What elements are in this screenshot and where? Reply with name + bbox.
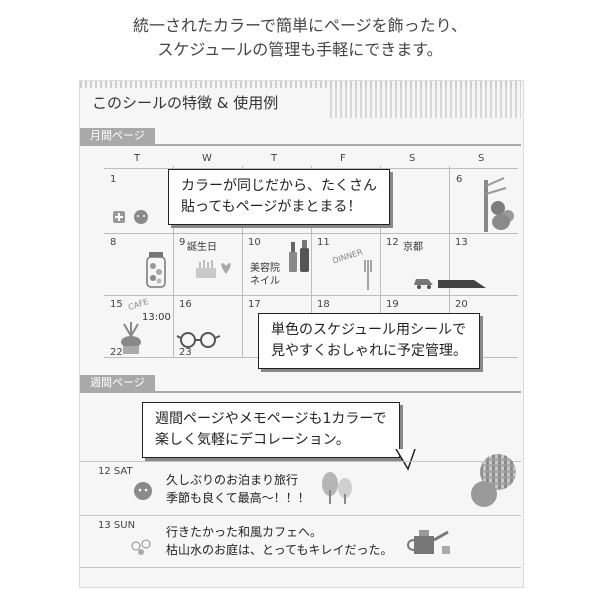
date-number: 18 [317, 299, 330, 310]
weekly-tab-line [80, 391, 521, 393]
date-number: 9 [179, 237, 186, 248]
month-calendar: T W T F S S 1 6 8 9 10 11 12 13 15 16 17… [104, 150, 518, 358]
card-title: このシールの特徴 & 使用例 [92, 94, 279, 112]
monthly-bubble-2-line-2: 見やすくおしゃれに予定管理。 [271, 343, 467, 359]
first-aid-icon [113, 210, 148, 224]
grid-line [104, 295, 518, 296]
bubble-tail [395, 449, 416, 471]
weekly-tab-label: 週間ページ [80, 375, 155, 391]
grid-line [104, 168, 518, 169]
teapot-icon [407, 530, 450, 554]
date-number: 19 [386, 299, 399, 310]
sun-note-line-2: 枯山水のお庭は、とってもキレイだった。 [166, 543, 393, 557]
date-number: 12 [386, 237, 399, 248]
date-number: 17 [248, 299, 261, 310]
trees-icon [322, 472, 352, 504]
dinner-label: DINNER [331, 247, 364, 266]
kyoto-label: 京都 [403, 242, 423, 253]
monthly-bubble-2-line-1: 単色のスケジュール用シールで [271, 322, 467, 338]
weekday-label: S [478, 153, 485, 164]
sat-note-line-1: 久しぶりのお泊まり旅行 [166, 473, 299, 487]
cosmetics-icon [289, 240, 309, 272]
jar-icon [146, 252, 166, 288]
date-number: 23 [179, 347, 192, 358]
grid-line [104, 233, 518, 234]
sun-note-line-1: 行きたかった和風カフェへ。 [166, 525, 323, 539]
weekday-label-sun: 13 SUN [98, 520, 136, 531]
monthly-tab: 月間ページ [80, 128, 155, 144]
glasses-icon [176, 332, 221, 348]
weekday-label: F [340, 153, 346, 164]
week-divider [80, 461, 521, 462]
face-sticker-icon [134, 482, 152, 500]
weekday-label: W [202, 153, 212, 164]
salon-label: 美容院 ネイル [250, 263, 280, 287]
plant-icon [121, 322, 141, 354]
date-number: 22 [110, 347, 123, 358]
weekly-bubble: 週間ページやメモページも1カラーで 楽しく気軽にデコレーション。 [142, 402, 400, 458]
header-line-2: スケジュールの管理も手軽にできます。 [157, 40, 443, 59]
date-number: 11 [317, 237, 330, 248]
arrow-icon [438, 280, 486, 288]
date-number: 1 [110, 174, 117, 185]
grid-line [242, 166, 243, 358]
weekly-tab: 週間ページ [80, 375, 155, 391]
cutlery-icon [364, 260, 372, 290]
weekly-bubble-line-2: 楽しく気軽にデコレーション。 [155, 432, 350, 448]
monthly-bubble-1: カラーが同じだから、たくさん 貼ってもページがまとまる！ [168, 169, 390, 225]
title-stripes [330, 88, 521, 118]
monthly-tab-line [80, 144, 521, 146]
date-number: 8 [110, 237, 117, 248]
weekday-label: T [271, 153, 278, 164]
weekday-label: T [134, 153, 141, 164]
weekly-bubble-line-1: 週間ページやメモページも1カラーで [155, 411, 387, 427]
cafe-label: CAFE [127, 297, 150, 312]
weekday-label: S [409, 153, 416, 164]
week-divider [80, 515, 521, 516]
monthly-tab-label: 月間ページ [80, 128, 155, 144]
header: 統一されたカラーで簡単にページを飾ったり、 スケジュールの管理も手軽にできます。 [0, 14, 600, 62]
grid-line [449, 166, 450, 358]
monthly-bubble-1-line-2: 貼ってもページがまとまる！ [181, 199, 362, 215]
birthday-cake-icon [196, 260, 231, 278]
car-icon [414, 279, 433, 289]
grid-line [173, 166, 174, 358]
plaid-circle-icon [471, 454, 516, 507]
sat-note-line-2: 季節も良くて最高〜！！！ [166, 491, 310, 505]
date-number: 15 [110, 299, 123, 310]
monthly-bubble-2: 単色のスケジュール用シールで 見やすくおしゃれに予定管理。 [258, 313, 480, 369]
grid-line [311, 166, 312, 358]
date-number: 20 [455, 299, 468, 310]
grid-line [380, 166, 381, 358]
card-top-stripes [80, 81, 521, 88]
koala-tree-icon [484, 177, 514, 232]
weekday-label-sat: 12 SAT [98, 466, 133, 477]
birthday-label: 誕生日 [187, 242, 217, 253]
date-number: 10 [248, 237, 261, 248]
date-number: 6 [456, 174, 463, 185]
monthly-bubble-1-line-1: カラーが同じだから、たくさん [181, 178, 377, 194]
flower-sticker-icon [131, 539, 151, 555]
date-number: 13 [455, 237, 468, 248]
header-line-1: 統一されたカラーで簡単にページを飾ったり、 [132, 16, 468, 35]
date-number: 16 [179, 299, 192, 310]
time-label: 13:00 [142, 312, 171, 323]
week-divider [80, 567, 521, 568]
